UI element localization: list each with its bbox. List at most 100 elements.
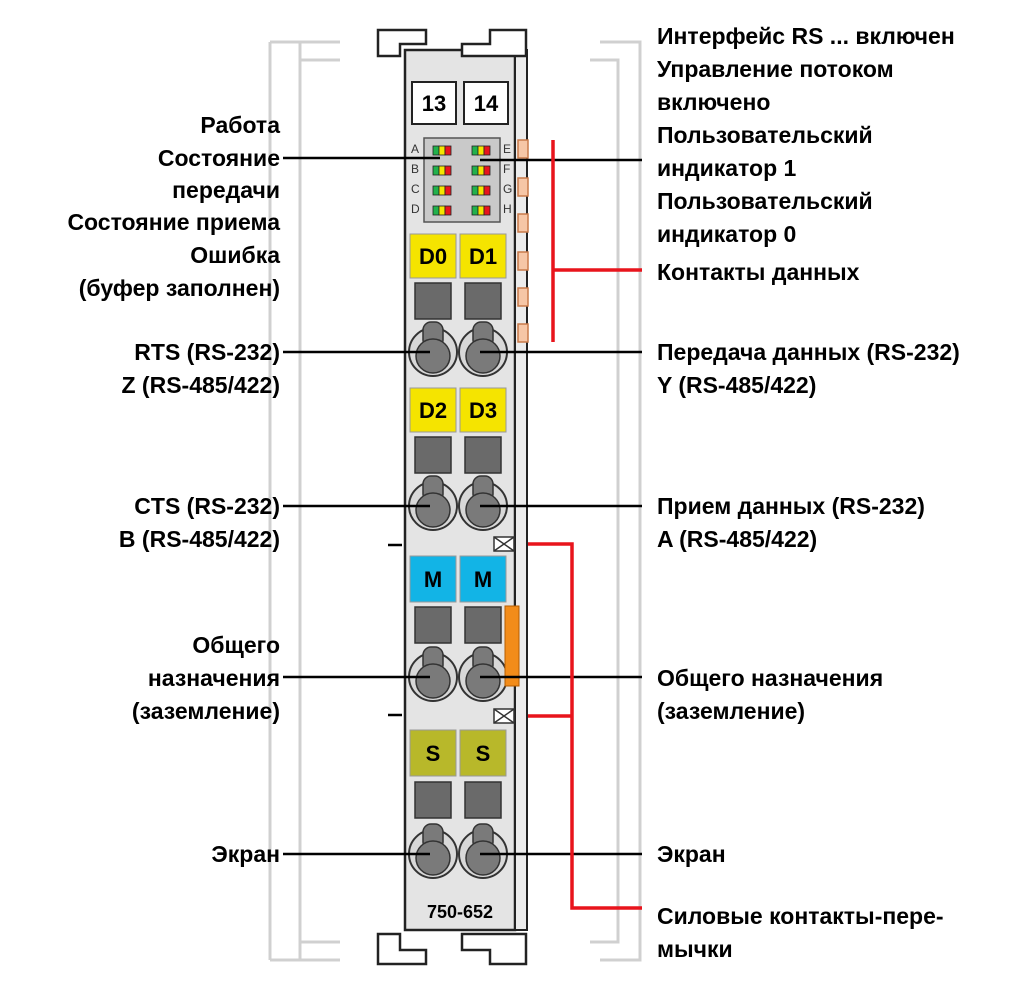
svg-text:индикатор 0: индикатор 0 xyxy=(657,221,796,247)
led-letter-B: B xyxy=(411,162,419,176)
svg-text:включено: включено xyxy=(657,89,770,115)
svg-text:B (RS-485/422): B (RS-485/422) xyxy=(119,526,280,552)
svg-text:(буфер заполнен): (буфер заполнен) xyxy=(79,275,280,301)
led-letter-C: C xyxy=(411,182,420,196)
label-right-receive: Прием данных (RS-232) A (RS-485/422) xyxy=(657,493,925,552)
svg-text:B: B xyxy=(411,162,419,176)
power-jumper-contact xyxy=(504,605,520,687)
svg-text:Общего: Общего xyxy=(192,632,280,658)
marker-S-left: S xyxy=(409,729,457,777)
svg-text:F: F xyxy=(503,162,510,176)
din-rail-outline xyxy=(268,40,642,962)
marker-D1: D1 xyxy=(459,233,507,279)
part-number: 750-652 xyxy=(427,902,493,922)
svg-text:E: E xyxy=(503,142,511,156)
svg-text:750-652: 750-652 xyxy=(427,902,493,922)
label-left-rts: RTS (RS-232) Z (RS-485/422) xyxy=(121,339,280,398)
svg-text:Y (RS-485/422): Y (RS-485/422) xyxy=(657,372,816,398)
marker-M-left: M xyxy=(409,555,457,603)
label-right-transmit: Передача данных (RS-232) Y (RS-485/422) xyxy=(657,339,960,398)
label-left-shield: Экран xyxy=(211,841,280,867)
label-right-led-status: Интерфейс RS ... включен Управление пото… xyxy=(657,23,955,247)
led-letter-G: G xyxy=(503,182,512,196)
led-indicators xyxy=(432,145,491,216)
svg-text:Пользовательский: Пользовательский xyxy=(657,188,873,214)
jumper-symbol-bottom xyxy=(493,708,515,724)
led-panel: A B C D E F G H xyxy=(411,137,512,223)
led-indicator xyxy=(432,205,452,216)
svg-text:D2: D2 xyxy=(419,398,447,423)
svg-text:Пользовательский: Пользовательский xyxy=(657,122,873,148)
svg-text:S: S xyxy=(426,741,441,766)
wire-clamp xyxy=(408,646,458,702)
svg-text:D3: D3 xyxy=(469,398,497,423)
svg-text:Интерфейс RS ... включен: Интерфейс RS ... включен xyxy=(657,23,955,49)
svg-text:CTS (RS-232): CTS (RS-232) xyxy=(134,493,280,519)
marker-D0: D0 xyxy=(409,233,457,279)
data-contacts xyxy=(517,139,529,343)
svg-text:M: M xyxy=(474,567,492,592)
svg-text:Экран: Экран xyxy=(657,841,726,867)
svg-text:RTS (RS-232): RTS (RS-232) xyxy=(134,339,280,365)
marker-M-right: M xyxy=(459,555,507,603)
led-letter-H: H xyxy=(503,202,512,216)
svg-text:Передача данных (RS-232): Передача данных (RS-232) xyxy=(657,339,960,365)
led-letter-D: D xyxy=(411,202,420,216)
marker-D3: D3 xyxy=(459,387,507,433)
led-indicator xyxy=(471,165,491,176)
svg-text:(заземление): (заземление) xyxy=(657,698,805,724)
svg-text:Z (RS-485/422): Z (RS-485/422) xyxy=(121,372,280,398)
release-tabs xyxy=(414,282,502,819)
svg-text:C: C xyxy=(411,182,420,196)
svg-text:индикатор 1: индикатор 1 xyxy=(657,155,797,181)
led-indicator xyxy=(432,185,452,196)
svg-text:Управление потоком: Управление потоком xyxy=(657,56,894,82)
wire-clamp xyxy=(408,475,458,531)
svg-text:D1: D1 xyxy=(469,244,497,269)
jumper-symbol-top xyxy=(493,536,515,552)
marker-S-right: S xyxy=(459,729,507,777)
svg-text:G: G xyxy=(503,182,512,196)
led-indicator xyxy=(471,205,491,216)
wire-clamps xyxy=(408,321,508,879)
svg-text:мычки: мычки xyxy=(657,936,733,962)
svg-text:назначения: назначения xyxy=(148,665,280,691)
wire-clamp xyxy=(408,321,458,377)
terminal-number-14: 14 xyxy=(463,81,509,125)
svg-text:Состояние: Состояние xyxy=(158,145,280,171)
led-letter-F: F xyxy=(503,162,510,176)
led-letter-E: E xyxy=(503,142,511,156)
svg-text:Работа: Работа xyxy=(200,112,280,138)
marker-D2: D2 xyxy=(409,387,457,433)
svg-text:D: D xyxy=(411,202,420,216)
led-indicator xyxy=(432,165,452,176)
svg-text:14: 14 xyxy=(474,91,499,116)
svg-text:Общего назначения: Общего назначения xyxy=(657,665,883,691)
svg-text:M: M xyxy=(424,567,442,592)
svg-text:H: H xyxy=(503,202,512,216)
label-right-shield: Экран xyxy=(657,841,726,867)
label-left-ground: Общего назначения (заземление) xyxy=(132,632,280,724)
label-right-data-contacts: Контакты данных xyxy=(657,259,860,285)
label-right-power-jumpers: Силовые контакты-пере- мычки xyxy=(657,903,944,962)
svg-text:передачи: передачи xyxy=(172,177,280,203)
leader-lines xyxy=(283,156,642,856)
red-brackets xyxy=(528,140,642,910)
label-left-led-status: Работа Состояние передачи Состояние прие… xyxy=(67,112,280,301)
svg-text:S: S xyxy=(476,741,491,766)
svg-text:Контакты данных: Контакты данных xyxy=(657,259,860,285)
led-indicator xyxy=(432,145,452,156)
label-left-cts: CTS (RS-232) B (RS-485/422) xyxy=(119,493,280,552)
svg-text:A: A xyxy=(411,142,419,156)
svg-text:13: 13 xyxy=(422,91,446,116)
svg-text:Экран: Экран xyxy=(211,841,280,867)
led-indicator xyxy=(471,185,491,196)
svg-text:A (RS-485/422): A (RS-485/422) xyxy=(657,526,817,552)
led-letter-A: A xyxy=(411,142,419,156)
svg-text:(заземление): (заземление) xyxy=(132,698,280,724)
svg-text:Ошибка: Ошибка xyxy=(190,242,280,268)
wire-clamp xyxy=(408,823,458,879)
svg-text:Состояние приема: Состояние приема xyxy=(67,209,280,235)
svg-text:Силовые контакты-пере-: Силовые контакты-пере- xyxy=(657,903,944,929)
